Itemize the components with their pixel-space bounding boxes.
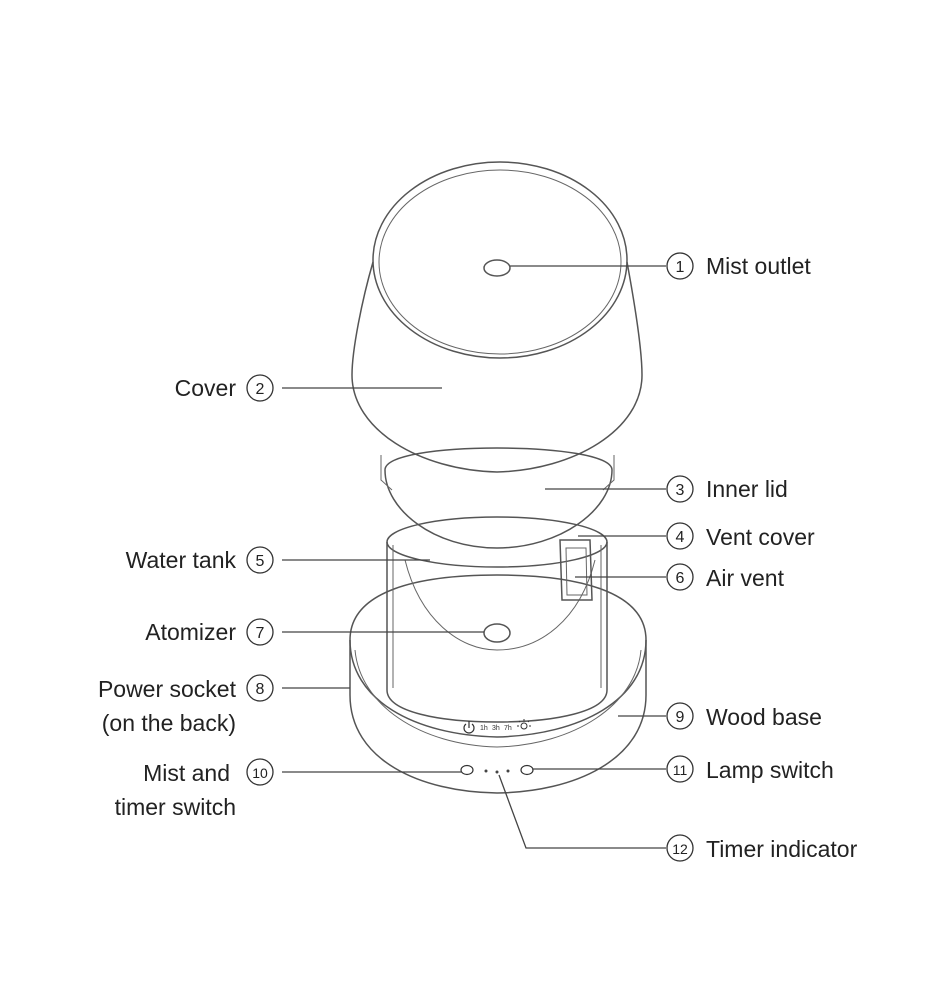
svg-text:10: 10 xyxy=(252,765,268,781)
svg-text:6: 6 xyxy=(676,570,685,587)
timer-label-3h: 3h xyxy=(492,725,500,732)
inner-lid-bowl xyxy=(385,448,612,548)
svg-text:4: 4 xyxy=(676,529,685,546)
base-side xyxy=(350,640,646,793)
label-power-socket-line1: Power socket xyxy=(98,676,237,702)
cover-top-inner xyxy=(379,170,621,354)
label-cover: Cover xyxy=(175,375,237,401)
callout-circle-2: 2 xyxy=(247,375,273,401)
label-power-socket-line2: (on the back) xyxy=(102,710,236,736)
mist-outlet-hole xyxy=(484,260,510,276)
air-vent-shape xyxy=(566,548,587,595)
timer-label-1h: 1h xyxy=(480,725,488,732)
cover xyxy=(352,162,642,472)
label-lamp-switch: Lamp switch xyxy=(706,757,834,783)
svg-text:8: 8 xyxy=(256,681,265,698)
callout-circle-1: 1 xyxy=(667,253,693,279)
callout-circle-4: 4 xyxy=(667,523,693,549)
inner-lid-tab-left xyxy=(381,455,392,490)
label-mist-outlet: Mist outlet xyxy=(706,253,811,279)
lamp-button xyxy=(521,766,533,775)
leader-lines xyxy=(282,266,666,848)
label-water-tank: Water tank xyxy=(126,547,237,573)
cover-body xyxy=(352,262,642,472)
label-air-vent: Air vent xyxy=(706,565,785,591)
wood-base xyxy=(350,575,646,793)
svg-text:3: 3 xyxy=(676,482,685,499)
label-inner-lid: Inner lid xyxy=(706,476,788,502)
leader-12 xyxy=(499,775,666,848)
svg-text:11: 11 xyxy=(673,762,688,778)
callout-circle-5: 5 xyxy=(247,547,273,573)
svg-text:7: 7 xyxy=(256,625,265,642)
callout-circle-11: 11 xyxy=(667,756,693,782)
atomizer-disc xyxy=(484,624,510,642)
mist-timer-button xyxy=(461,766,473,775)
label-wood-base: Wood base xyxy=(706,704,822,730)
power-icon xyxy=(464,721,474,733)
callout-circle-7: 7 xyxy=(247,619,273,645)
timer-indicator-dot-1 xyxy=(485,770,488,773)
svg-text:12: 12 xyxy=(672,841,688,857)
inner-lid xyxy=(381,448,614,548)
callout-circle-6: 6 xyxy=(667,564,693,590)
label-mist-timer-line2: timer switch xyxy=(115,794,236,820)
base-inner-line xyxy=(355,650,641,747)
callout-circle-3: 3 xyxy=(667,476,693,502)
timer-indicator-dot-2 xyxy=(496,771,499,774)
label-vent-cover: Vent cover xyxy=(706,524,815,550)
svg-text:2: 2 xyxy=(256,381,265,398)
timer-label-7h: 7h xyxy=(504,725,512,732)
svg-text:9: 9 xyxy=(676,709,685,726)
callout-circle-9: 9 xyxy=(667,703,693,729)
svg-text:1: 1 xyxy=(676,259,685,276)
svg-text:5: 5 xyxy=(256,553,265,570)
label-timer-indicator: Timer indicator xyxy=(706,836,858,862)
label-mist-timer-line1: Mist and xyxy=(143,760,230,786)
callout-circle-12: 12 xyxy=(667,835,693,861)
callout-circle-10: 10 xyxy=(247,759,273,785)
timer-indicator-dot-3 xyxy=(507,770,510,773)
base-outer xyxy=(350,575,646,737)
callout-circle-8: 8 xyxy=(247,675,273,701)
label-atomizer: Atomizer xyxy=(145,619,236,645)
